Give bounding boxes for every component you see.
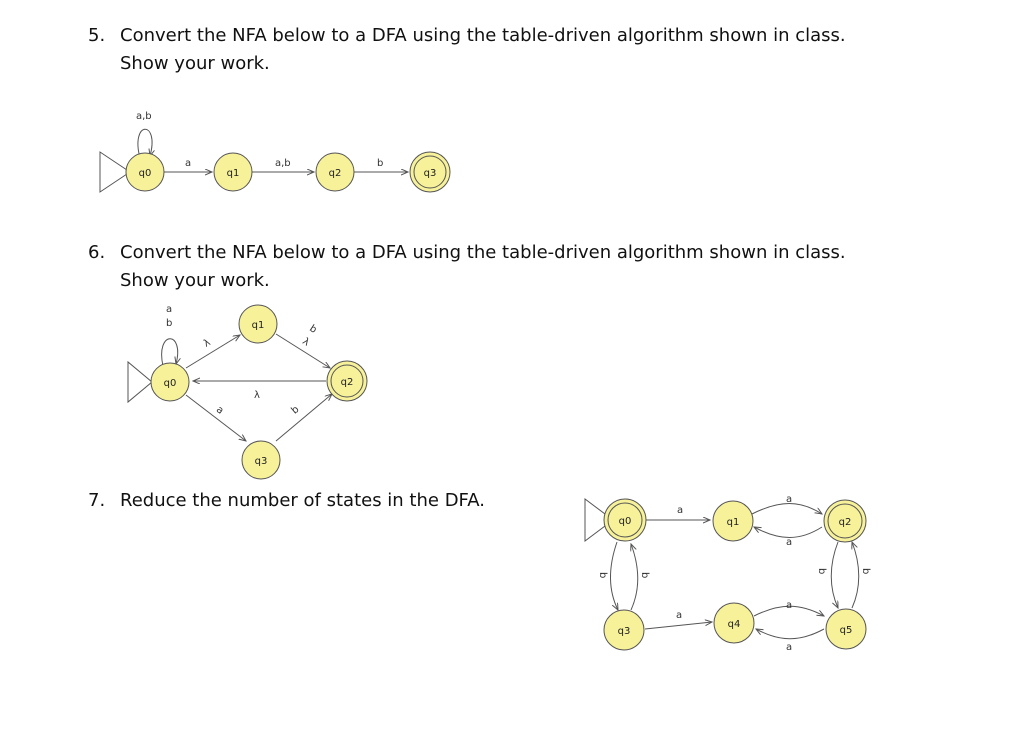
problem-text: Convert the NFA below to a DFA using the… (120, 25, 846, 46)
edge-label: a,b (275, 158, 291, 169)
state-label: q2 (839, 517, 852, 528)
edge-label: b (860, 568, 871, 574)
state-label: q4 (728, 619, 741, 630)
problem-text-line2: Show your work. (120, 270, 270, 291)
state-label: q1 (727, 517, 740, 528)
self-loop-edge (161, 338, 178, 367)
edge-label: λ (202, 337, 213, 350)
state-label: q3 (424, 168, 437, 179)
start-arrow-icon (99, 151, 131, 193)
start-arrow-icon (127, 360, 153, 404)
edge-label: λ (300, 336, 311, 348)
edge (644, 622, 712, 630)
edge-label: b (166, 318, 172, 329)
edge-label: a (185, 158, 191, 169)
problem-6: 6. Convert the NFA below to a DFA using … (88, 239, 948, 295)
edge-label: a,b (136, 111, 152, 122)
edge-label: b (377, 158, 383, 169)
problem-number: 7. (88, 490, 106, 511)
start-arrow-icon (584, 498, 614, 542)
edge-label: a (166, 304, 172, 315)
edge-label: b (816, 568, 827, 574)
edge (756, 629, 825, 640)
edge (609, 541, 618, 610)
state-q0-final: q0 (603, 498, 647, 542)
state-label: q3 (618, 626, 631, 637)
edge-label: a (676, 610, 682, 621)
self-loop-edge (137, 128, 152, 159)
problem-text: Reduce the number of states in the DFA. (120, 490, 485, 511)
edge (631, 544, 639, 611)
state-q1: q1 (238, 304, 278, 344)
edge-label: b (307, 323, 318, 336)
state-label: q1 (227, 168, 240, 179)
edge-label: a (786, 494, 792, 505)
edge (754, 527, 823, 538)
edge (830, 541, 838, 608)
edge (852, 542, 860, 609)
edge-label: b (639, 572, 650, 578)
nfa-diagram-6: a b λ b λ λ a b q0 q1 q2 q (127, 304, 368, 480)
state-q0: q0 (150, 362, 190, 402)
edge (751, 503, 822, 515)
edge (185, 394, 246, 441)
state-q4: q4 (713, 602, 755, 644)
edge (275, 333, 330, 368)
edge-label: b (289, 404, 301, 417)
problem-number: 6. (88, 242, 106, 263)
state-label: q2 (329, 168, 342, 179)
state-q3-final: q3 (409, 151, 451, 193)
dfa-diagram-7: a a a b b a a a b b q0 q1 (584, 494, 871, 653)
problem-text: Convert the NFA below to a DFA using the… (120, 242, 846, 263)
edge (185, 335, 240, 369)
state-q1: q1 (712, 500, 754, 542)
state-q3: q3 (603, 609, 645, 651)
state-label: q0 (619, 516, 632, 527)
state-label: q0 (139, 168, 152, 179)
problem-5: 5. Convert the NFA below to a DFA using … (88, 22, 948, 78)
state-q0: q0 (125, 152, 165, 192)
edge-label: a (786, 600, 792, 611)
state-q3: q3 (241, 440, 281, 480)
edge (753, 605, 824, 616)
problem-7: 7. Reduce the number of states in the DF… (88, 487, 548, 515)
state-label: q1 (252, 320, 265, 331)
state-q5: q5 (825, 608, 867, 650)
state-label: q0 (164, 378, 177, 389)
edge-label: b (597, 572, 608, 578)
state-q1: q1 (213, 152, 253, 192)
state-label: q2 (341, 377, 354, 388)
edge-label: a (786, 537, 792, 548)
state-q2-final: q2 (326, 360, 368, 402)
problem-number: 5. (88, 25, 106, 46)
state-label: q3 (255, 456, 268, 467)
edge-label: a (786, 642, 792, 653)
edge-label: a (214, 404, 226, 416)
edge (275, 394, 332, 442)
problem-text-line2: Show your work. (120, 53, 270, 74)
state-q2-final: q2 (823, 499, 867, 543)
state-label: q5 (840, 625, 853, 636)
edge-label: a (677, 505, 683, 516)
nfa-diagram-5: a,b a a,b b q0 q1 q2 q3 (99, 111, 451, 193)
state-q2: q2 (315, 152, 355, 192)
edge-label: λ (254, 390, 260, 401)
